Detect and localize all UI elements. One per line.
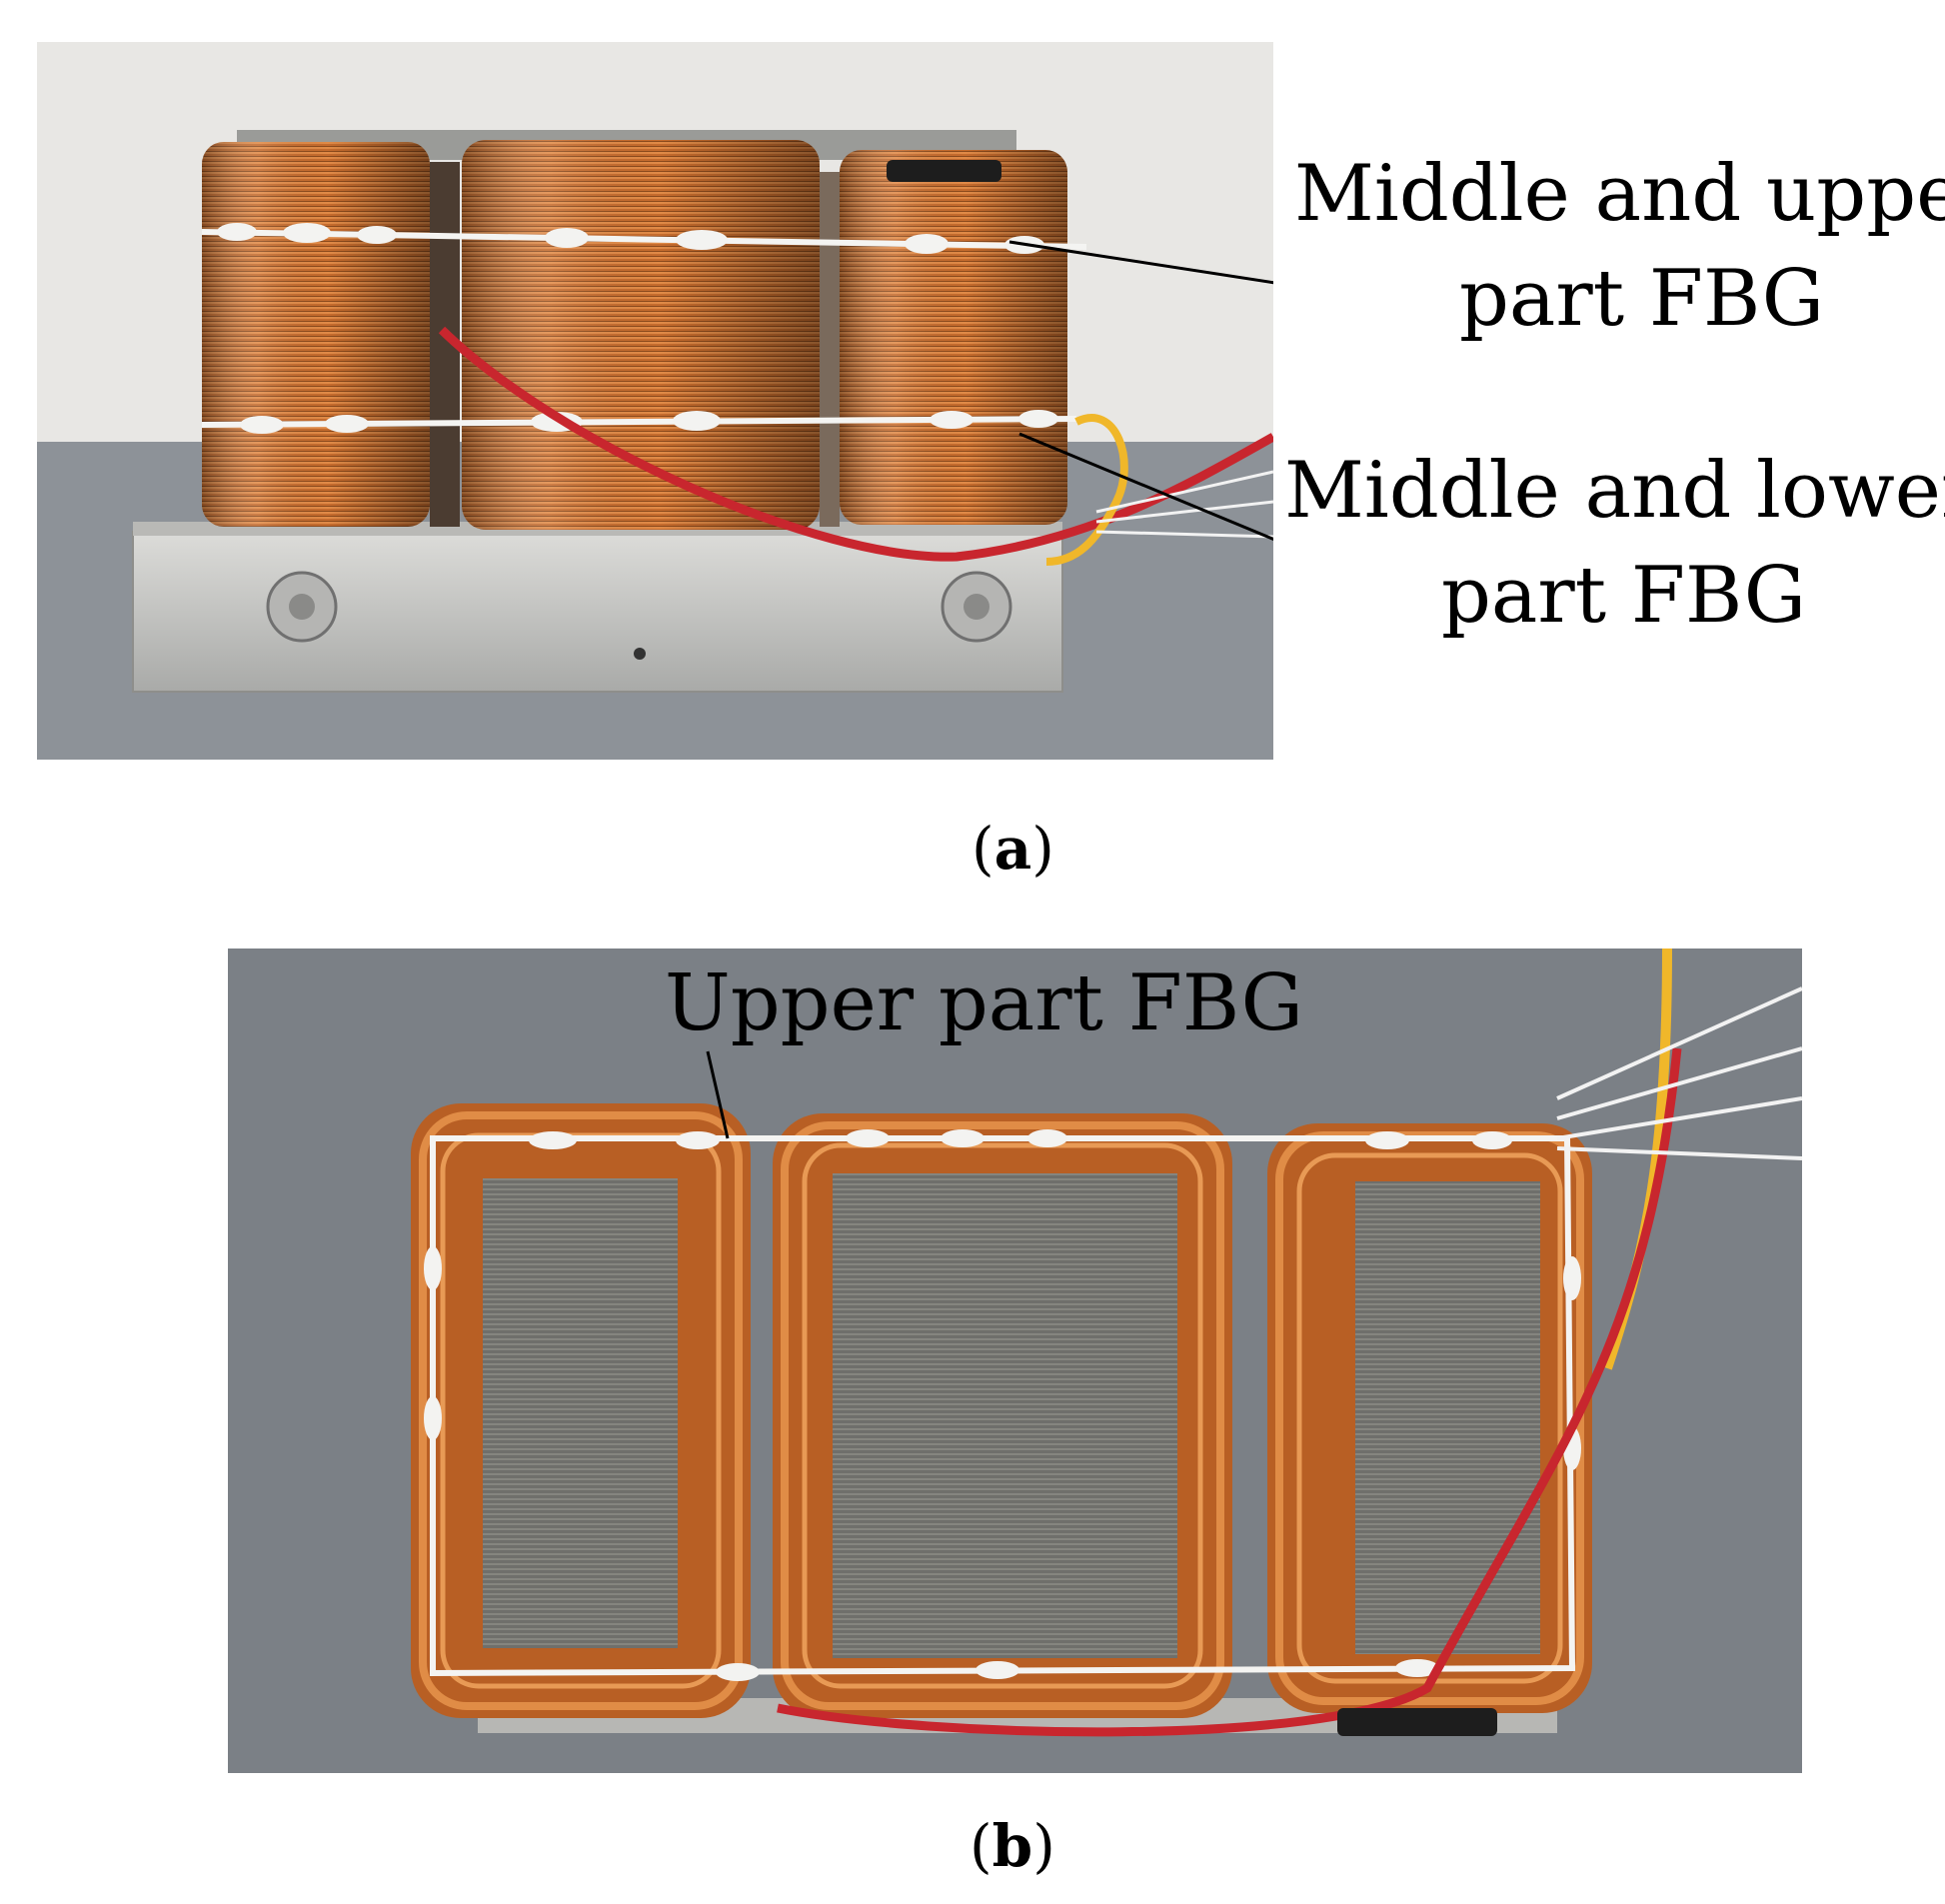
label-upper-part-fbg: Upper part FBG xyxy=(665,958,1303,1048)
photo-side-view xyxy=(37,42,1273,760)
leader-line-lower xyxy=(1018,432,1273,542)
photo-top-view xyxy=(228,949,1802,1773)
red-wire-top xyxy=(777,1047,1682,1737)
coil-right-top xyxy=(1267,1123,1592,1713)
coil-middle-top xyxy=(773,1113,1232,1718)
label-middle-upper-line2: part FBG xyxy=(1459,254,1825,344)
label-middle-upper-line1: Middle and upper xyxy=(1294,149,1945,239)
label-middle-lower-line2: part FBG xyxy=(1441,551,1807,641)
coil-middle xyxy=(462,140,820,530)
label-middle-lower-line1: Middle and lower xyxy=(1284,446,1945,536)
caption-a-letter: a xyxy=(993,815,1032,883)
fbg-fiber-loop xyxy=(430,1135,1576,1677)
coil-left xyxy=(202,142,430,527)
coil-left-top xyxy=(411,1103,751,1718)
core-left xyxy=(483,1178,678,1648)
caption-a: (a) xyxy=(972,815,1054,883)
caption-b: (b) xyxy=(970,1812,1055,1880)
leader-line-upper-b xyxy=(706,1050,730,1139)
yellow-wire xyxy=(1045,414,1128,566)
leader-line-upper xyxy=(1008,240,1273,285)
core-right xyxy=(1355,1181,1540,1654)
fbg-fiber-upper xyxy=(201,223,1087,254)
coil-right xyxy=(840,150,1067,525)
core-middle xyxy=(833,1173,1177,1658)
caption-b-letter: b xyxy=(991,1812,1033,1880)
